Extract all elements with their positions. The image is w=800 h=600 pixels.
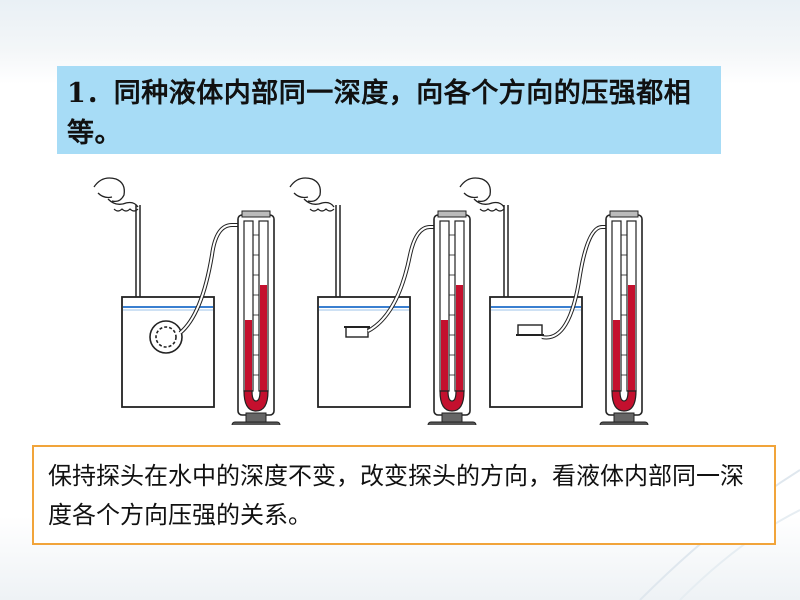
title-banner: 1．同种液体内部同一深度，向各个方向的压强都相等。 <box>57 66 721 154</box>
experiment-panel-1 <box>93 177 281 425</box>
caption-box: 保持探头在水中的深度不变，改变探头的方向，看液体内部同一深度各个方向压强的关系。 <box>32 445 776 545</box>
pressure-experiment-figure <box>93 177 649 425</box>
slide-title: 1．同种液体内部同一深度，向各个方向的压强都相等。 <box>67 78 692 149</box>
experiment-panel-3 <box>459 177 649 425</box>
experiment-panel-2 <box>289 177 477 425</box>
caption-text: 保持探头在水中的深度不变，改变探头的方向，看液体内部同一深度各个方向压强的关系。 <box>48 462 744 529</box>
